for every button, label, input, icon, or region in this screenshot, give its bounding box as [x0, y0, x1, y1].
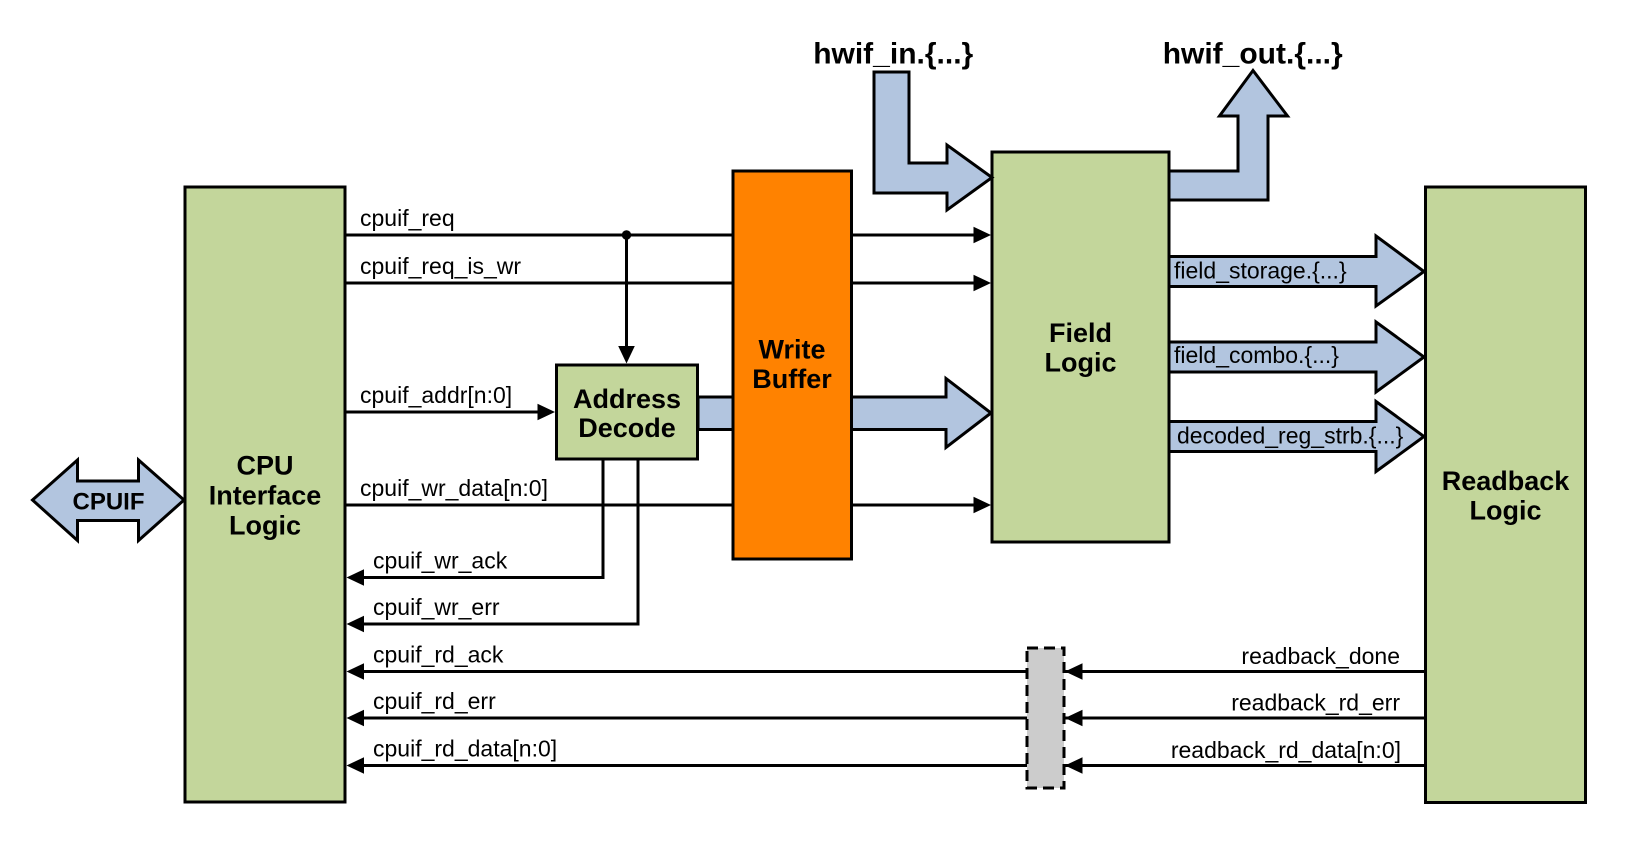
svg-text:cpuif_req: cpuif_req [360, 205, 455, 231]
svg-text:cpuif_wr_err: cpuif_wr_err [373, 594, 500, 620]
svg-text:CPUIF: CPUIF [73, 489, 145, 516]
svg-text:Field: Field [1049, 318, 1112, 348]
svg-text:field_storage.{...}: field_storage.{...} [1174, 258, 1347, 284]
svg-text:cpuif_req_is_wr: cpuif_req_is_wr [360, 253, 521, 279]
svg-text:cpuif_wr_ack: cpuif_wr_ack [373, 548, 508, 574]
svg-text:Buffer: Buffer [752, 364, 832, 394]
svg-text:Logic: Logic [229, 511, 301, 541]
svg-text:readback_rd_data[n:0]: readback_rd_data[n:0] [1171, 737, 1401, 763]
svg-text:cpuif_addr[n:0]: cpuif_addr[n:0] [360, 382, 512, 408]
svg-text:CPU: CPU [236, 451, 293, 481]
svg-text:Logic: Logic [1470, 495, 1542, 525]
svg-text:Address: Address [573, 384, 681, 414]
svg-text:field_combo.{...}: field_combo.{...} [1174, 342, 1339, 368]
svg-text:readback_rd_err: readback_rd_err [1231, 690, 1400, 716]
svg-text:Interface: Interface [209, 481, 322, 511]
svg-text:Readback: Readback [1442, 466, 1571, 496]
svg-text:cpuif_rd_ack: cpuif_rd_ack [373, 642, 504, 668]
svg-text:cpuif_wr_data[n:0]: cpuif_wr_data[n:0] [360, 475, 548, 501]
svg-text:cpuif_rd_err: cpuif_rd_err [373, 688, 496, 714]
svg-text:hwif_in.{...}: hwif_in.{...} [813, 37, 973, 70]
svg-text:Logic: Logic [1045, 347, 1117, 377]
svg-text:Write: Write [758, 335, 825, 365]
svg-text:Decode: Decode [578, 413, 676, 443]
svg-text:cpuif_rd_data[n:0]: cpuif_rd_data[n:0] [373, 736, 557, 762]
svg-text:readback_done: readback_done [1241, 643, 1400, 669]
svg-text:hwif_out.{...}: hwif_out.{...} [1163, 37, 1343, 70]
svg-text:decoded_reg_strb.{...}: decoded_reg_strb.{...} [1177, 423, 1404, 449]
